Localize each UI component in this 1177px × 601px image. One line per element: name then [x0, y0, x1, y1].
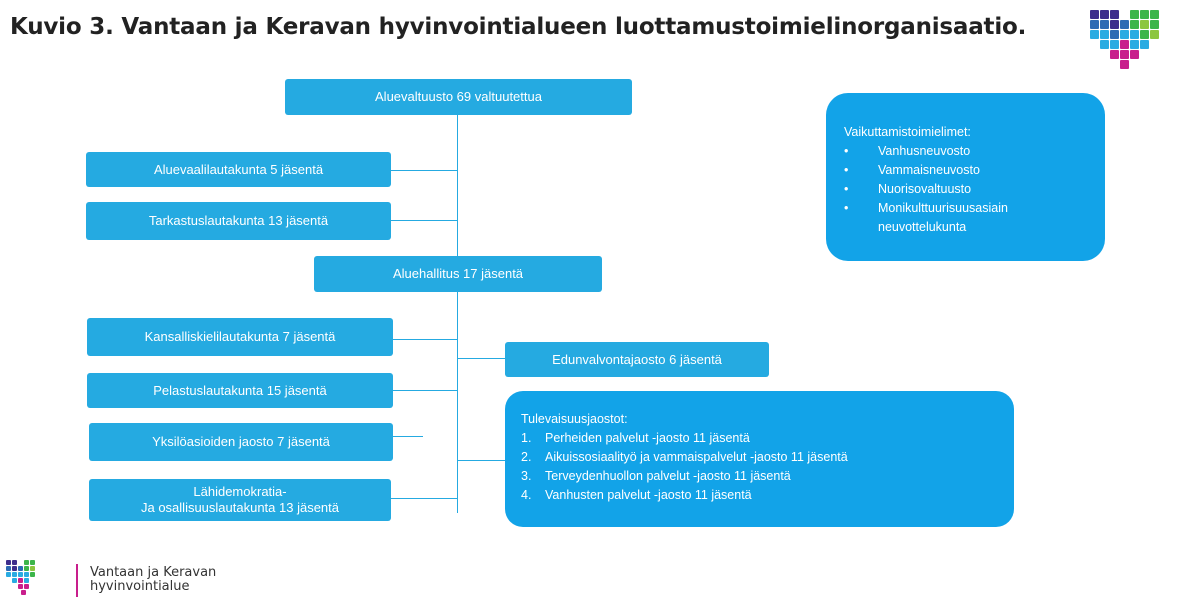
- list-item: 4.Vanhusten palvelut -jaosto 11 jäsentä: [521, 486, 1002, 505]
- list-number: 3.: [521, 469, 532, 483]
- influence-bodies-list: •Vanhusneuvosto •Vammaisneuvosto •Nuoris…: [844, 142, 1091, 237]
- brand-name: Vantaan ja Keravan hyvinvointialue: [90, 566, 216, 594]
- future-divisions-list: 1.Perheiden palvelut -jaosto 11 jäsentä …: [521, 429, 1002, 505]
- connector-advocacy-division: [457, 358, 507, 359]
- brand-logo-icon: [6, 560, 42, 598]
- election-board-label: Aluevaalilautakunta 5 jäsentä: [153, 161, 324, 177]
- future-divisions-heading: Tulevaisuusjaostot:: [521, 412, 628, 426]
- bullet-icon: •: [844, 201, 849, 215]
- list-number: 2.: [521, 450, 532, 464]
- rescue-board-label: Pelastuslautakunta 15 jäsentä: [153, 382, 327, 398]
- language-board-label: Kansalliskielilautakunta 7 jäsentä: [144, 329, 336, 344]
- brand-name-line1: Vantaan ja Keravan: [90, 565, 217, 580]
- list-number: 1.: [521, 431, 532, 445]
- list-item: •Monikulttuurisuusasiain neuvottelukunta: [844, 199, 1091, 237]
- list-item: •Vammaisneuvosto: [844, 161, 1091, 180]
- election-board-box: Aluevaalilautakunta 5 jäsentä: [86, 152, 391, 187]
- connector-individual-division: [393, 436, 423, 437]
- individual-division-box: Yksilöasioiden jaosto 7 jäsentä: [89, 423, 393, 461]
- connector-election-board: [391, 170, 457, 171]
- list-number: 4.: [521, 488, 532, 502]
- executive-board-label: Aluehallitus 17 jäsentä: [392, 266, 524, 281]
- audit-board-box: Tarkastuslautakunta 13 jäsentä: [86, 202, 391, 240]
- bullet-icon: •: [844, 163, 849, 177]
- brand-divider: [76, 564, 78, 597]
- connector-future-divisions: [457, 460, 507, 461]
- advocacy-division-box: Edunvalvontajaosto 6 jäsentä: [505, 342, 769, 377]
- future-divisions-panel: Tulevaisuusjaostot: 1.Perheiden palvelut…: [505, 391, 1014, 527]
- list-item: 3.Terveydenhuollon palvelut -jaosto 11 j…: [521, 467, 1002, 486]
- list-item: •Vanhusneuvosto: [844, 142, 1091, 161]
- council-box: Aluevaltuusto 69 valtuutettua: [285, 79, 632, 115]
- list-item: 2.Aikuissosiaalityö ja vammaispalvelut -…: [521, 448, 1002, 467]
- executive-board-box: Aluehallitus 17 jäsentä: [314, 256, 602, 292]
- advocacy-division-label: Edunvalvontajaosto 6 jäsentä: [552, 351, 722, 367]
- bullet-icon: •: [844, 144, 849, 158]
- connector-audit-board: [391, 220, 457, 221]
- rescue-board-box: Pelastuslautakunta 15 jäsentä: [87, 373, 393, 408]
- brand-name-line2: hyvinvointialue: [90, 579, 190, 594]
- influence-bodies-heading: Vaikuttamistoimielimet:: [844, 125, 971, 139]
- bullet-icon: •: [844, 182, 849, 196]
- influence-bodies-panel: Vaikuttamistoimielimet: •Vanhusneuvosto …: [826, 93, 1105, 261]
- democracy-board-label-line2: Ja osallisuuslautakunta 13 jäsentä: [140, 500, 340, 515]
- list-item: 1.Perheiden palvelut -jaosto 11 jäsentä: [521, 429, 1002, 448]
- language-board-box: Kansalliskielilautakunta 7 jäsentä: [87, 318, 393, 356]
- list-item: •Nuorisovaltuusto: [844, 180, 1091, 199]
- democracy-board-label-line1: Lähidemokratia-: [193, 484, 287, 499]
- council-label: Aluevaltuusto 69 valtuutettua: [375, 89, 542, 104]
- connector-main-vertical: [457, 115, 458, 513]
- heart-logo-icon: [1088, 8, 1164, 90]
- connector-language-board: [393, 339, 457, 340]
- connector-democracy-board: [391, 498, 457, 499]
- democracy-board-box: Lähidemokratia- Ja osallisuuslautakunta …: [89, 479, 391, 521]
- audit-board-label: Tarkastuslautakunta 13 jäsentä: [148, 213, 329, 228]
- individual-division-label: Yksilöasioiden jaosto 7 jäsentä: [152, 434, 330, 449]
- figure-title: Kuvio 3. Vantaan ja Keravan hyvinvointia…: [10, 14, 1027, 40]
- connector-rescue-board: [393, 390, 457, 391]
